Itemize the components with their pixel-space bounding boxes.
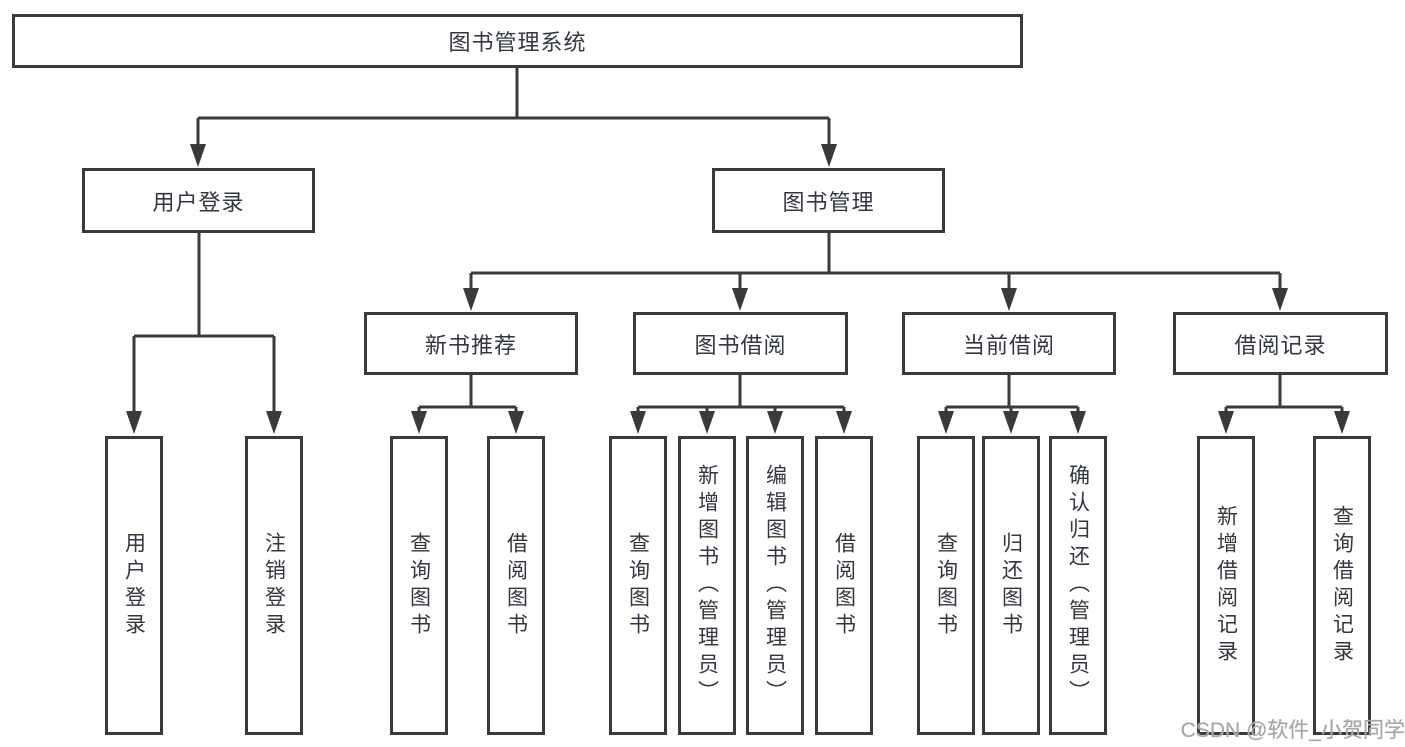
leaf-label: 查询图书 [407,531,431,640]
leaf-user-login: 用户登录 [105,436,163,735]
leaf-borrow-books: 借阅图书 [815,436,873,735]
leaf-label: 用户登录 [122,531,146,640]
leaf-label: 新增借阅记录 [1214,504,1238,667]
leaf-label: 确认归还（管理员） [1066,464,1090,707]
leaf-logout: 注销登录 [245,436,303,735]
leaf-label: 借阅图书 [832,531,856,640]
leaf-label: 新增图书（管理员） [695,464,719,707]
node-user-login: 用户登录 [82,168,315,233]
node-book-borrowing: 图书借阅 [633,312,848,375]
node-borrowing-records: 借阅记录 [1173,312,1388,375]
leaf-label: 编辑图书（管理员） [763,464,787,707]
node-new-book-recommend: 新书推荐 [364,312,578,375]
leaf-label: 注销登录 [262,531,286,640]
leaf-return-book: 归还图书 [982,436,1040,735]
node-current-borrowing: 当前借阅 [902,312,1116,375]
node-label: 借阅记录 [1234,332,1327,358]
csdn-watermark: CSDN @软件_小贺同学 [1180,719,1405,742]
leaf-label: 查询图书 [626,531,650,640]
node-label: 图书管理系统 [448,30,587,55]
node-label: 图书借阅 [694,332,787,358]
leaf-label: 借阅图书 [504,531,528,640]
node-label: 新书推荐 [424,332,517,358]
leaf-add-book-admin: 新增图书（管理员） [678,436,736,735]
leaf-edit-book-admin: 编辑图书（管理员） [746,436,804,735]
node-book-management: 图书管理 [712,168,945,233]
leaf-label: 归还图书 [999,531,1023,640]
node-label: 用户登录 [152,189,245,215]
leaf-add-borrow-record: 新增借阅记录 [1197,436,1255,735]
leaf-label: 查询借阅记录 [1330,504,1354,667]
leaf-confirm-return-admin: 确认归还（管理员） [1049,436,1107,735]
node-root-system: 图书管理系统 [12,14,1023,68]
leaf-query-books-recommend: 查询图书 [390,436,448,735]
node-label: 当前借阅 [962,332,1055,358]
leaf-query-borrow-record: 查询借阅记录 [1313,436,1371,735]
leaf-query-books-borrowing: 查询图书 [609,436,667,735]
leaf-label: 查询图书 [934,531,958,640]
node-label: 图书管理 [782,189,875,215]
leaf-query-books-current: 查询图书 [917,436,975,735]
leaf-borrow-books-recommend: 借阅图书 [487,436,545,735]
